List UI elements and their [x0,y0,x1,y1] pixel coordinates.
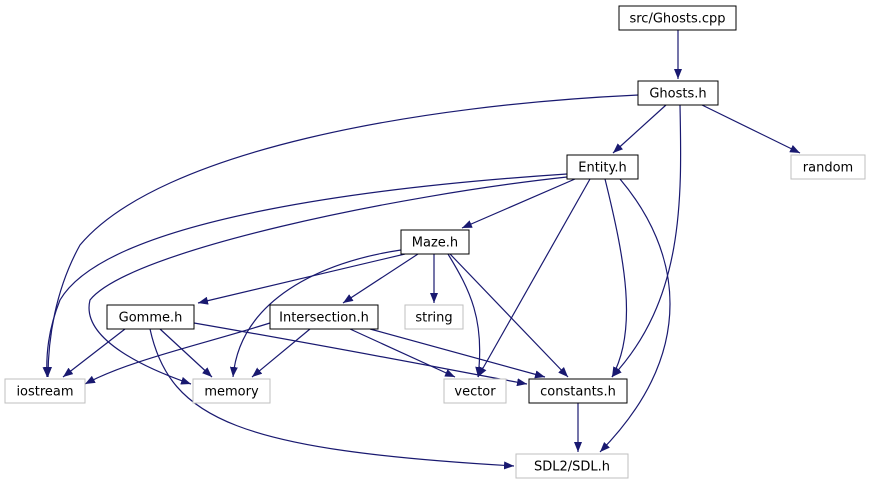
node-label: Maze.h [412,236,458,251]
node-vector: vector [443,378,507,404]
edge-entity-h-to-vector [477,178,591,378]
edge-intersection-h-to-constants-h [369,328,546,379]
node-box [269,304,379,330]
edge-gomme-h-to-constants-h [193,322,528,387]
node-label: memory [204,385,259,400]
edge-maze-h-to-constants-h [449,253,569,378]
edge-entity-h-to-maze-h [461,178,576,229]
node-box [106,304,195,330]
node-gomme-h[interactable]: Gomme.h [106,304,195,330]
edges-layer [42,30,801,470]
node-label: constants.h [540,385,616,400]
node-entity-h[interactable]: Entity.h [566,154,639,180]
node-box [4,378,86,404]
edge-intersection-h-to-vector [349,328,456,378]
node-box [404,304,464,330]
node-label: iostream [16,385,73,400]
edge-intersection-h-to-iostream [84,322,271,385]
node-ghosts-cpp: src/Ghosts.cpp [618,5,737,31]
edge-entity-h-to-sdl-h [599,178,671,453]
node-ghosts-h[interactable]: Ghosts.h [637,80,719,106]
node-constants-h[interactable]: constants.h [528,378,628,404]
node-label: string [415,311,452,326]
node-maze-h[interactable]: Maze.h [400,229,470,255]
node-sdl-h: SDL2/SDL.h [515,453,629,479]
node-box [515,453,629,479]
node-label: Ghosts.h [649,87,706,102]
edge-entity-h-to-iostream [42,173,568,378]
edge-maze-h-to-memory [229,249,402,378]
edge-ghosts-h-to-constants-h [611,104,682,378]
edge-gomme-h-to-sdl-h [149,328,515,470]
node-label: Entity.h [578,161,626,176]
node-box [618,5,737,31]
node-label: vector [454,385,496,400]
node-box [192,378,271,404]
node-box [790,154,866,180]
node-box [637,80,719,106]
node-label: SDL2/SDL.h [534,460,610,475]
edge-ghosts-h-to-entity-h [612,104,667,154]
edge-entity-h-to-constants-h [604,178,628,378]
node-label: Gomme.h [119,311,183,326]
edge-gomme-h-to-iostream [62,328,126,378]
edge-ghosts-h-to-iostream [44,94,639,378]
node-label: Intersection.h [279,311,369,326]
node-label: src/Ghosts.cpp [629,12,725,27]
node-box [400,229,470,255]
edge-entity-h-to-memory [88,176,568,385]
node-memory: memory [192,378,271,404]
edge-ghosts-h-to-random [701,104,801,154]
edge-intersection-h-to-memory [251,328,311,378]
node-box [528,378,628,404]
node-random: random [790,154,866,180]
node-label: random [803,161,853,176]
node-box [443,378,507,404]
node-box [566,154,639,180]
node-intersection-h[interactable]: Intersection.h [269,304,379,330]
node-string: string [404,304,464,330]
node-iostream: iostream [4,378,86,404]
edge-maze-h-to-gomme-h [197,253,406,305]
edge-gomme-h-to-memory [159,328,213,378]
edge-maze-h-to-intersection-h [342,253,419,304]
